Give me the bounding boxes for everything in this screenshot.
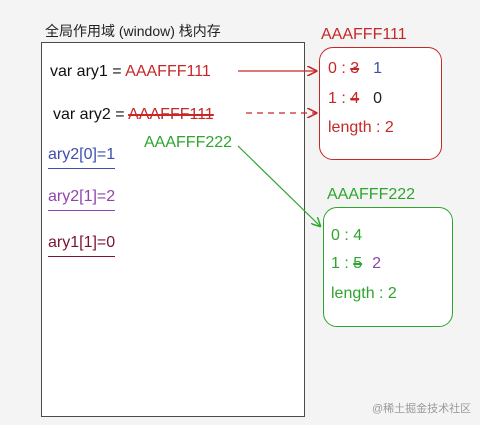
heap2-row1-old: 5 [353, 255, 363, 272]
stack-title: 全局作用域 (window) 栈内存 [45, 23, 221, 39]
heap1-row0-new: 1 [373, 60, 383, 77]
heap2-row0: 0 : 4 [331, 227, 363, 244]
heap2-row1-key: 1 : [331, 255, 354, 272]
ary2-new-pointer-arrow [237, 145, 320, 226]
stack-memory-box [41, 42, 305, 417]
stmt-ary1-1: ary1[1]=0 [48, 234, 116, 257]
heap2-box [323, 207, 453, 327]
heap2-label: AAAFFF222 [327, 186, 416, 203]
heap1-row1-old: 4 [350, 90, 360, 107]
stmt-ary2-1: ary2[1]=2 [48, 188, 116, 211]
watermark: @稀土掘金技术社区 [372, 403, 472, 415]
heap1-row0-old: 3 [350, 60, 360, 77]
heap1-row0-key: 0 : [328, 60, 351, 77]
heap1-length: length : 2 [328, 119, 394, 136]
stmt-ary2-0: ary2[0]=1 [48, 146, 116, 169]
ary1-reference: AAAFFF111 [125, 63, 211, 80]
ary2-old-reference: AAAFFF111 [128, 106, 214, 123]
ary2-new-reference: AAAFFF222 [144, 134, 233, 151]
ary2-decl-text: var ary2 = [53, 106, 129, 123]
ary2-declaration: var ary2 = AAAFFF111 [53, 106, 214, 124]
heap2-length: length : 2 [331, 285, 397, 302]
heap1-box [319, 47, 442, 160]
heap1-row1-new: 0 [373, 90, 383, 107]
heap1-label: AAAFFF111 [321, 26, 407, 43]
ary1-declaration: var ary1 = AAAFFF111 [50, 63, 211, 81]
ary1-decl-text: var ary1 = [50, 63, 126, 80]
heap1-row1-key: 1 : [328, 90, 351, 107]
heap2-row1-new: 2 [372, 255, 382, 272]
